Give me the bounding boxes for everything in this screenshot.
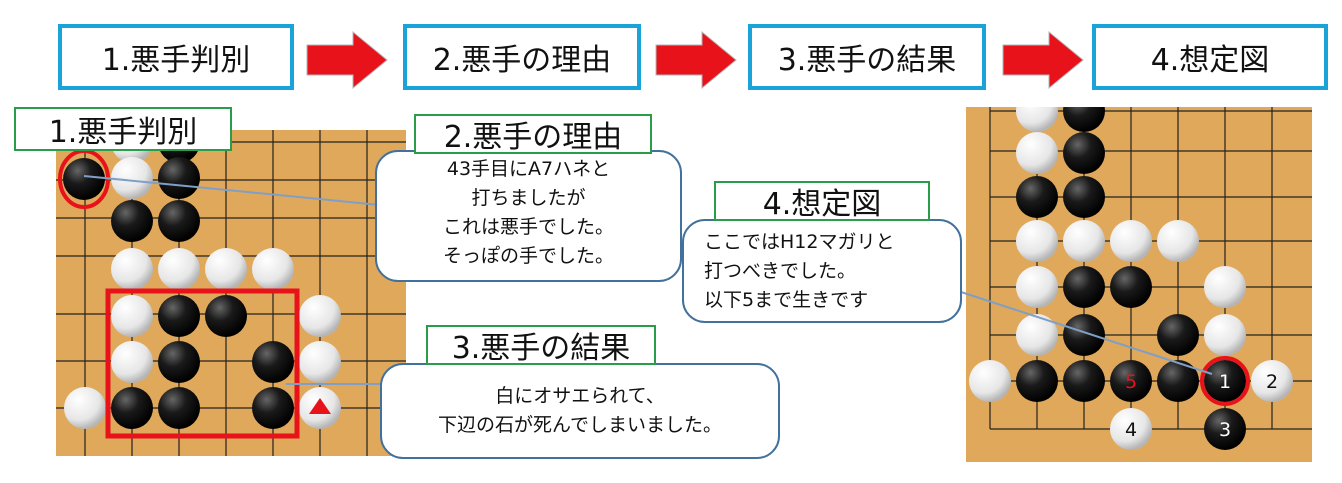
- callout-pointer-reason: [83, 175, 381, 206]
- flow-step-1-label: 1.悪手判別: [101, 43, 251, 78]
- label-expected-diagram-text: 4.想定図: [762, 187, 882, 222]
- label-bad-move-detect: 1.悪手判別: [14, 107, 232, 151]
- white-stone: [1110, 220, 1152, 262]
- callout-reason-line: 43手目にA7ハネと: [446, 158, 611, 180]
- black-stone: [1016, 176, 1058, 218]
- black-stone: [158, 200, 200, 242]
- flow-step-1: 1.悪手判別: [58, 24, 294, 90]
- white-stone: [1016, 314, 1058, 356]
- black-stone: [1157, 360, 1199, 402]
- black-stone: [1063, 266, 1105, 308]
- white-stone: [252, 248, 294, 290]
- black-stone: [205, 295, 247, 337]
- black-stone: [1063, 360, 1105, 402]
- label-bad-move-detect-text: 1.悪手判別: [48, 115, 198, 150]
- label-bad-move-reason-text: 2.悪手の理由: [443, 120, 623, 155]
- go-board-right: 5 1 2 4 3: [966, 107, 1312, 462]
- black-stone-bad-move: [63, 158, 105, 200]
- white-stone: [1204, 266, 1246, 308]
- flow-step-2-label: 2.悪手の理由: [432, 43, 612, 78]
- callout-expected-line: 打つべきでした。: [704, 260, 857, 282]
- white-stone: [1157, 220, 1199, 262]
- callout-reason-text: 43手目にA7ハネと 打ちましたが これは悪手でした。 そっぽの手でした。: [376, 155, 681, 271]
- label-bad-move-result: 3.悪手の結果: [426, 325, 656, 366]
- callout-reason-line: これは悪手でした。: [442, 216, 614, 238]
- callout-expected-line: 以下5まで生きです: [704, 289, 869, 311]
- white-stone: [205, 248, 247, 290]
- white-stone: [1204, 314, 1246, 356]
- white-stone: [158, 248, 200, 290]
- black-stone: [158, 157, 200, 199]
- black-stone: [1157, 314, 1199, 356]
- black-stone-move-5: [1110, 360, 1152, 402]
- callout-reason-line: 打ちましたが: [471, 187, 586, 209]
- black-stone: [252, 387, 294, 429]
- move-number-2: 2: [1266, 371, 1278, 393]
- flow-step-4-label: 4.想定図: [1150, 43, 1270, 78]
- black-stone: [252, 341, 294, 383]
- flow-step-3-label: 3.悪手の結果: [777, 43, 957, 78]
- flow-step-3: 3.悪手の結果: [748, 24, 986, 90]
- label-bad-move-reason: 2.悪手の理由: [414, 114, 652, 155]
- flow-arrow-1: [306, 30, 388, 90]
- flow-arrow-3: [1002, 30, 1084, 90]
- white-stone: [111, 341, 153, 383]
- white-stone-move-2: [1251, 360, 1293, 402]
- white-stone: [1016, 107, 1058, 132]
- go-board-left: [56, 130, 406, 456]
- move-number-1: 1: [1219, 371, 1231, 393]
- black-stone: [1110, 266, 1152, 308]
- flow-step-2: 2.悪手の理由: [403, 24, 641, 90]
- move-number-4: 4: [1125, 419, 1137, 441]
- black-stone: [1063, 314, 1105, 356]
- callout-expected-line: ここではH12マガリと: [704, 231, 895, 253]
- callout-result-text: 白にオサエられて、 下辺の石が死んでしまいました。: [381, 382, 779, 440]
- white-stone: [1016, 132, 1058, 174]
- triangle-marker-icon: [309, 398, 331, 414]
- white-stone: [969, 360, 1011, 402]
- move-number-5: 5: [1125, 371, 1137, 393]
- black-stone-move-1: [1204, 360, 1246, 402]
- black-stone: [111, 387, 153, 429]
- black-stone: [1016, 360, 1058, 402]
- flow-step-4: 4.想定図: [1092, 24, 1328, 90]
- black-stone: [158, 295, 200, 337]
- black-stone: [1063, 107, 1105, 132]
- move-number-3: 3: [1219, 419, 1231, 441]
- white-stone: [111, 295, 153, 337]
- label-expected-diagram: 4.想定図: [714, 181, 930, 222]
- dead-group-highlight: [105, 288, 300, 439]
- black-stone: [1063, 176, 1105, 218]
- white-stone: [1063, 220, 1105, 262]
- callout-result-line: 白にオサエられて、: [495, 385, 665, 407]
- callout-pointer-expected: [957, 290, 1213, 375]
- callout-expected-text: ここではH12マガリと 打つべきでした。 以下5まで生きです: [704, 228, 954, 315]
- white-stone: [299, 295, 341, 337]
- move-1-highlight: [1200, 356, 1250, 406]
- black-stone: [1063, 132, 1105, 174]
- callout-result-line: 下辺の石が死んでしまいました。: [437, 414, 723, 436]
- black-stone: [158, 341, 200, 383]
- white-stone: [111, 248, 153, 290]
- black-stone-move-3: [1204, 408, 1246, 450]
- white-stone: [64, 387, 106, 429]
- flow-arrow-2: [655, 30, 737, 90]
- white-stone: [111, 157, 153, 199]
- white-stone: [1016, 220, 1058, 262]
- white-stone: [1016, 266, 1058, 308]
- white-stone: [299, 341, 341, 383]
- label-bad-move-result-text: 3.悪手の結果: [451, 331, 631, 366]
- white-stone-move-4: [1110, 408, 1152, 450]
- black-stone: [158, 387, 200, 429]
- black-stone: [111, 200, 153, 242]
- callout-reason-line: そっぽの手でした。: [442, 245, 614, 267]
